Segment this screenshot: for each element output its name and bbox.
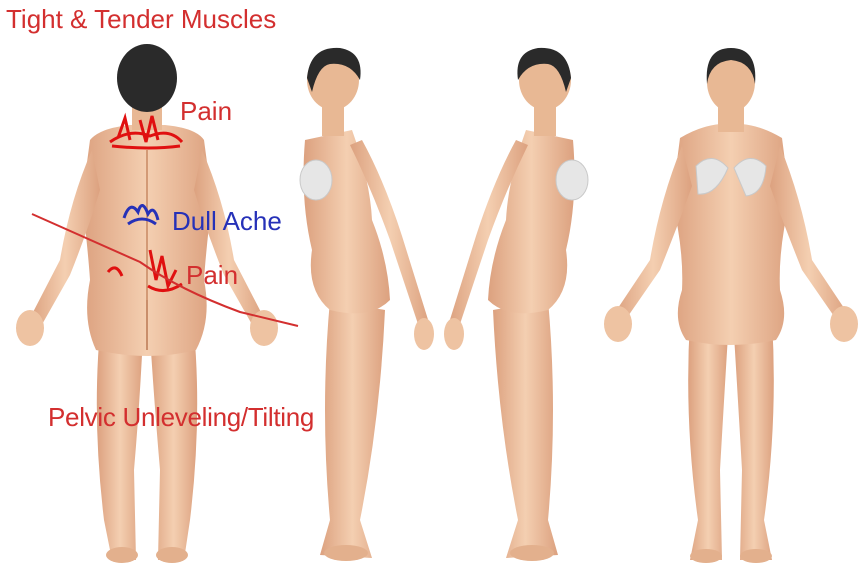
pelvic-unleveling-label: Pelvic Unleveling/Tilting	[48, 404, 314, 430]
figure-right-side-view	[444, 48, 588, 561]
dull-ache-label: Dull Ache	[172, 208, 282, 234]
figure-back-view	[16, 44, 278, 563]
figure-front-view	[604, 48, 858, 563]
title-label: Tight & Tender Muscles	[6, 6, 276, 32]
pain-upper-label: Pain	[180, 98, 232, 124]
pain-lower-label: Pain	[186, 262, 238, 288]
figure-left-side-view	[300, 48, 434, 561]
